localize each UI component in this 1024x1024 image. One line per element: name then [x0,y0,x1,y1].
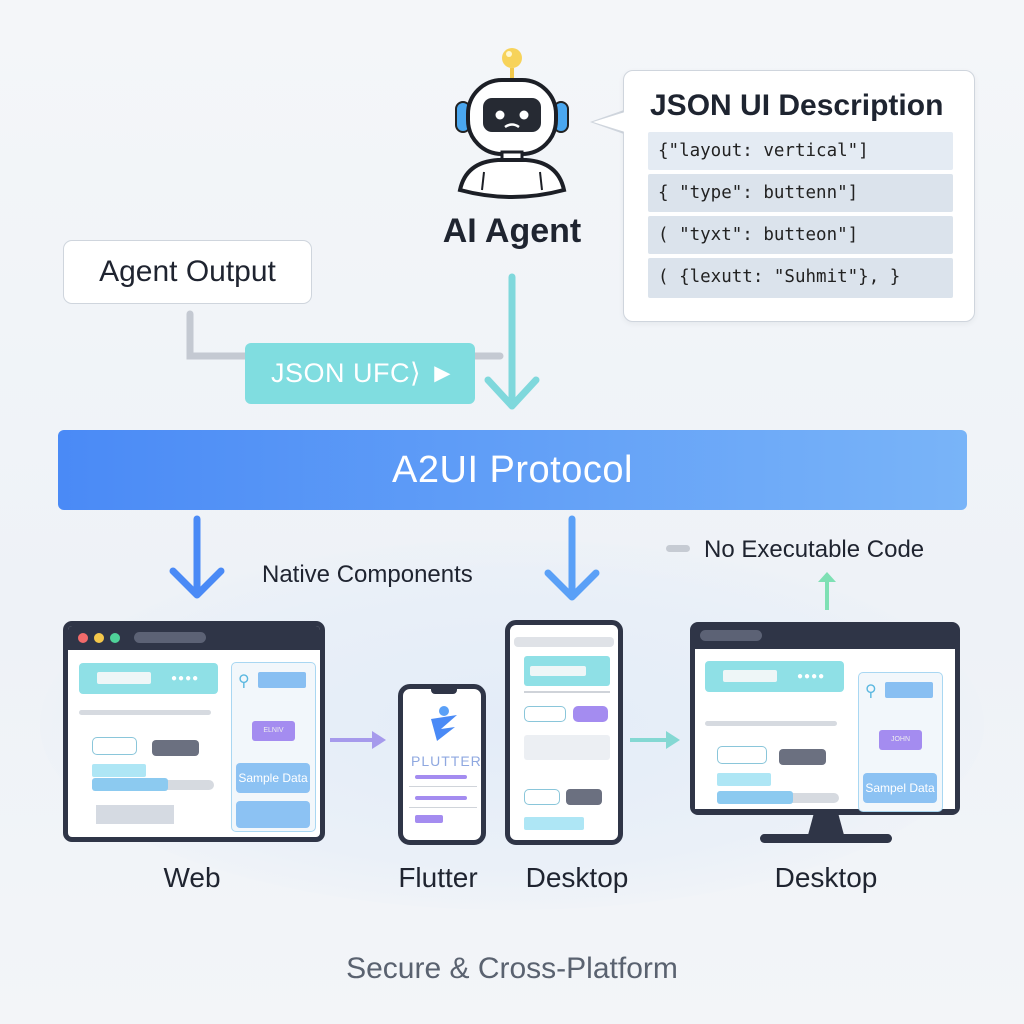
web-browser-mockup: ●●●● ⚲ ELNIV Sample Data [63,621,325,842]
dash-icon [666,545,690,552]
button [152,740,199,756]
sample-data-card: Sampel Data [863,773,937,803]
chip: JOHN [879,730,922,750]
json-line: ( "tyxt": butteon"] [648,216,953,254]
tablet-mockup [505,620,623,845]
search-icon: ⚲ [238,673,250,690]
side-panel: ⚲ ELNIV Sample Data [231,662,316,832]
flutter-phone-mockup: PLUTTER [398,684,486,845]
address-bar [134,632,206,643]
close-dot-icon [78,633,88,643]
arrow-right-icon [330,731,386,749]
agent-label: AI Agent [442,212,582,250]
robot-icon [455,48,569,199]
footer-tagline: Secure & Cross-Platform [346,952,678,985]
sample-data-card: Sample Data [236,763,310,793]
arrow-up-icon [818,572,836,610]
flutter-label: Flutter [398,862,478,893]
json-line: {"layout: vertical"] [648,132,953,170]
minimize-dot-icon [94,633,104,643]
flutter-logo-icon [431,706,457,741]
agent-output-box: Agent Output [63,240,312,304]
tablet-desktop-label: Desktop [525,862,629,893]
native-components-label: Native Components [262,561,473,588]
monitor-stand [808,815,844,835]
arrow-down-icon [169,515,225,599]
flutter-logo-text: PLUTTER [411,753,482,769]
json-description-title: JSON UI Description [650,89,944,122]
desktop-monitor-mockup: ●●●● ⚲ JOHN Sampel Data [690,622,960,815]
arrow-down-icon [544,515,600,601]
monitor-base [760,834,892,843]
header-card: ●●●● [79,663,218,694]
maximize-dot-icon [110,633,120,643]
chip: ELNIV [252,721,295,741]
search-icon: ⚲ [865,683,877,700]
web-label: Web [163,862,221,893]
arrow-down-icon [484,273,540,410]
json-ui-chip: JSON UFC⟩ ► [245,343,475,404]
json-description-panel: JSON UI Description {"layout: vertical"]… [623,70,975,322]
speech-bubble-tail-fill [593,112,625,132]
json-line: ( {lexutt: "Suhmit"}, } [648,258,953,298]
a2ui-protocol-bar: A2UI Protocol [58,430,967,510]
no-executable-code-label: No Executable Code [704,536,925,563]
monitor-desktop-label: Desktop [774,862,878,893]
arrow-right-icon [630,731,680,749]
json-line: { "type": buttenn"] [648,174,953,212]
input-field [92,737,137,755]
